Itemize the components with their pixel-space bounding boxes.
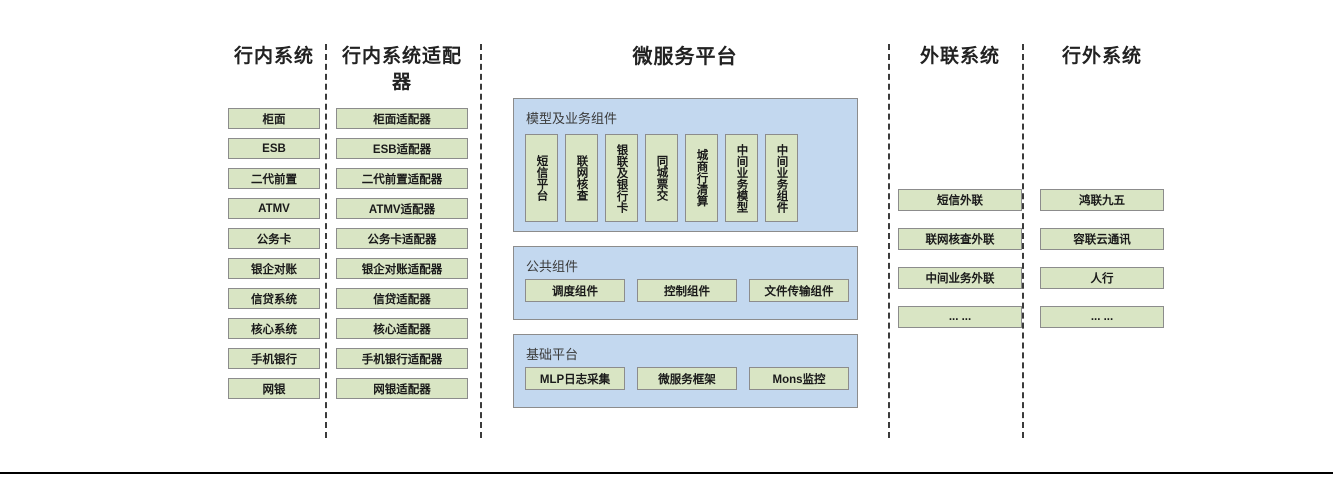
node-model-component-1[interactable]: 联网核查 <box>565 134 598 222</box>
node-offbank-system-3[interactable]: ... ... <box>1040 306 1164 328</box>
node-model-component-0[interactable]: 短信平台 <box>525 134 558 222</box>
column-internal-systems: 行内系统 柜面 ESB 二代前置 ATMV 公务卡银企对账信贷系统核心系统手机银行网银 <box>228 44 320 399</box>
column-title-microservice-platform: 微服务平台 <box>632 46 738 68</box>
external-liaison-node-list: 短信外联联网核查外联中间业务外联 ... ... <box>898 189 1022 345</box>
node-external-liaison-0[interactable]: 短信外联 <box>898 189 1022 211</box>
node-internal-adapter-2[interactable]: 二代前置适配器 <box>336 168 468 189</box>
node-model-component-2-label: 银联及银行卡 <box>615 143 628 213</box>
panel-title-base-platform: 基础平台 <box>526 347 579 362</box>
node-external-liaison-1[interactable]: 联网核查外联 <box>898 228 1022 250</box>
node-internal-adapter-3[interactable]: ATMV适配器 <box>336 198 468 219</box>
node-internal-adapter-9[interactable]: 网银适配器 <box>336 378 468 399</box>
node-offbank-system-2[interactable]: 人行 <box>1040 267 1164 289</box>
model-business-components-node-list: 短信平台 联网核查 银联及银行卡 同城票交 城商行清算 中间业务模型 中间业务组件 <box>525 134 798 222</box>
node-common-component-2[interactable]: 文件传输组件 <box>749 279 849 302</box>
node-model-component-3[interactable]: 同城票交 <box>645 134 678 222</box>
internal-systems-node-list: 柜面 ESB 二代前置 ATMV 公务卡银企对账信贷系统核心系统手机银行网银 <box>228 108 320 408</box>
node-model-component-5-label: 中间业务模型 <box>735 143 748 213</box>
column-offbank-systems: 行外系统 鸿联九五容联云通讯人行 ... ... <box>1040 44 1164 328</box>
node-internal-system-6[interactable]: 信贷系统 <box>228 288 320 309</box>
node-internal-system-1[interactable]: ESB <box>228 138 320 159</box>
node-internal-system-4[interactable]: 公务卡 <box>228 228 320 249</box>
column-title-internal-systems: 行内系统 <box>233 46 314 67</box>
node-model-component-4[interactable]: 城商行清算 <box>685 134 718 222</box>
node-model-component-2[interactable]: 银联及银行卡 <box>605 134 638 222</box>
node-internal-adapter-0[interactable]: 柜面适配器 <box>336 108 468 129</box>
node-model-component-1-label: 联网核查 <box>575 155 588 201</box>
node-offbank-system-1[interactable]: 容联云通讯 <box>1040 228 1164 250</box>
node-internal-system-5[interactable]: 银企对账 <box>228 258 320 279</box>
divider-external-offbank <box>1022 44 1024 438</box>
node-model-component-0-label: 短信平台 <box>535 155 548 201</box>
panel-title-model-business-components: 模型及业务组件 <box>526 111 618 126</box>
node-model-component-3-label: 同城票交 <box>655 155 668 201</box>
column-microservice-platform: 微服务平台 模型及业务组件 短信平台 联网核查 银联及银行卡 同城票交 城商行清算 中间业… <box>490 44 880 408</box>
node-common-component-0[interactable]: 调度组件 <box>525 279 625 302</box>
column-title-external-liaison-systems: 外联系统 <box>919 46 1000 67</box>
panel-title-common-components: 公共组件 <box>526 259 579 274</box>
column-title-offbank-systems: 行外系统 <box>1061 46 1142 67</box>
node-model-component-6[interactable]: 中间业务组件 <box>765 134 798 222</box>
node-internal-system-0[interactable]: 柜面 <box>228 108 320 129</box>
node-external-liaison-2[interactable]: 中间业务外联 <box>898 267 1022 289</box>
node-common-component-1[interactable]: 控制组件 <box>637 279 737 302</box>
column-internal-adapters: 行内系统适配器 柜面适配器 ESB适配器二代前置适配器 ATMV适配器公务卡适配器银… <box>336 44 468 399</box>
common-components-node-list: 调度组件控制组件文件传输组件 <box>525 279 849 302</box>
bottom-rule <box>0 472 1333 474</box>
node-internal-system-2[interactable]: 二代前置 <box>228 168 320 189</box>
node-offbank-system-0[interactable]: 鸿联九五 <box>1040 189 1164 211</box>
panel-base-platform: 基础平台 MLP日志采集微服务框架 Mons监控 <box>513 334 858 408</box>
panel-common-components: 公共组件 调度组件控制组件文件传输组件 <box>513 246 858 320</box>
node-internal-system-7[interactable]: 核心系统 <box>228 318 320 339</box>
node-base-component-1[interactable]: 微服务框架 <box>637 367 737 390</box>
node-internal-system-3[interactable]: ATMV <box>228 198 320 219</box>
node-internal-adapter-6[interactable]: 信贷适配器 <box>336 288 468 309</box>
base-platform-node-list: MLP日志采集微服务框架 Mons监控 <box>525 367 849 390</box>
node-model-component-4-label: 城商行清算 <box>695 149 708 207</box>
node-internal-adapter-4[interactable]: 公务卡适配器 <box>336 228 468 249</box>
internal-adapters-node-list: 柜面适配器 ESB适配器二代前置适配器 ATMV适配器公务卡适配器银企对账适配器信贷… <box>336 108 468 408</box>
node-model-component-5[interactable]: 中间业务模型 <box>725 134 758 222</box>
divider-platform-external <box>888 44 890 438</box>
node-internal-adapter-7[interactable]: 核心适配器 <box>336 318 468 339</box>
node-base-component-2[interactable]: Mons监控 <box>749 367 849 390</box>
node-internal-system-8[interactable]: 手机银行 <box>228 348 320 369</box>
node-internal-adapter-8[interactable]: 手机银行适配器 <box>336 348 468 369</box>
column-external-liaison-systems: 外联系统 短信外联联网核查外联中间业务外联 ... ... <box>898 44 1022 328</box>
offbank-node-list: 鸿联九五容联云通讯人行 ... ... <box>1040 189 1164 345</box>
panel-model-business-components: 模型及业务组件 短信平台 联网核查 银联及银行卡 同城票交 城商行清算 中间业务模型 中间业… <box>513 98 858 232</box>
node-internal-adapter-5[interactable]: 银企对账适配器 <box>336 258 468 279</box>
column-title-internal-adapters: 行内系统适配器 <box>341 46 462 93</box>
divider-internal-adapter <box>325 44 327 438</box>
node-model-component-6-label: 中间业务组件 <box>775 143 788 213</box>
node-internal-adapter-1[interactable]: ESB适配器 <box>336 138 468 159</box>
node-internal-system-9[interactable]: 网银 <box>228 378 320 399</box>
node-external-liaison-3[interactable]: ... ... <box>898 306 1022 328</box>
divider-adapter-platform <box>480 44 482 438</box>
node-base-component-0[interactable]: MLP日志采集 <box>525 367 625 390</box>
